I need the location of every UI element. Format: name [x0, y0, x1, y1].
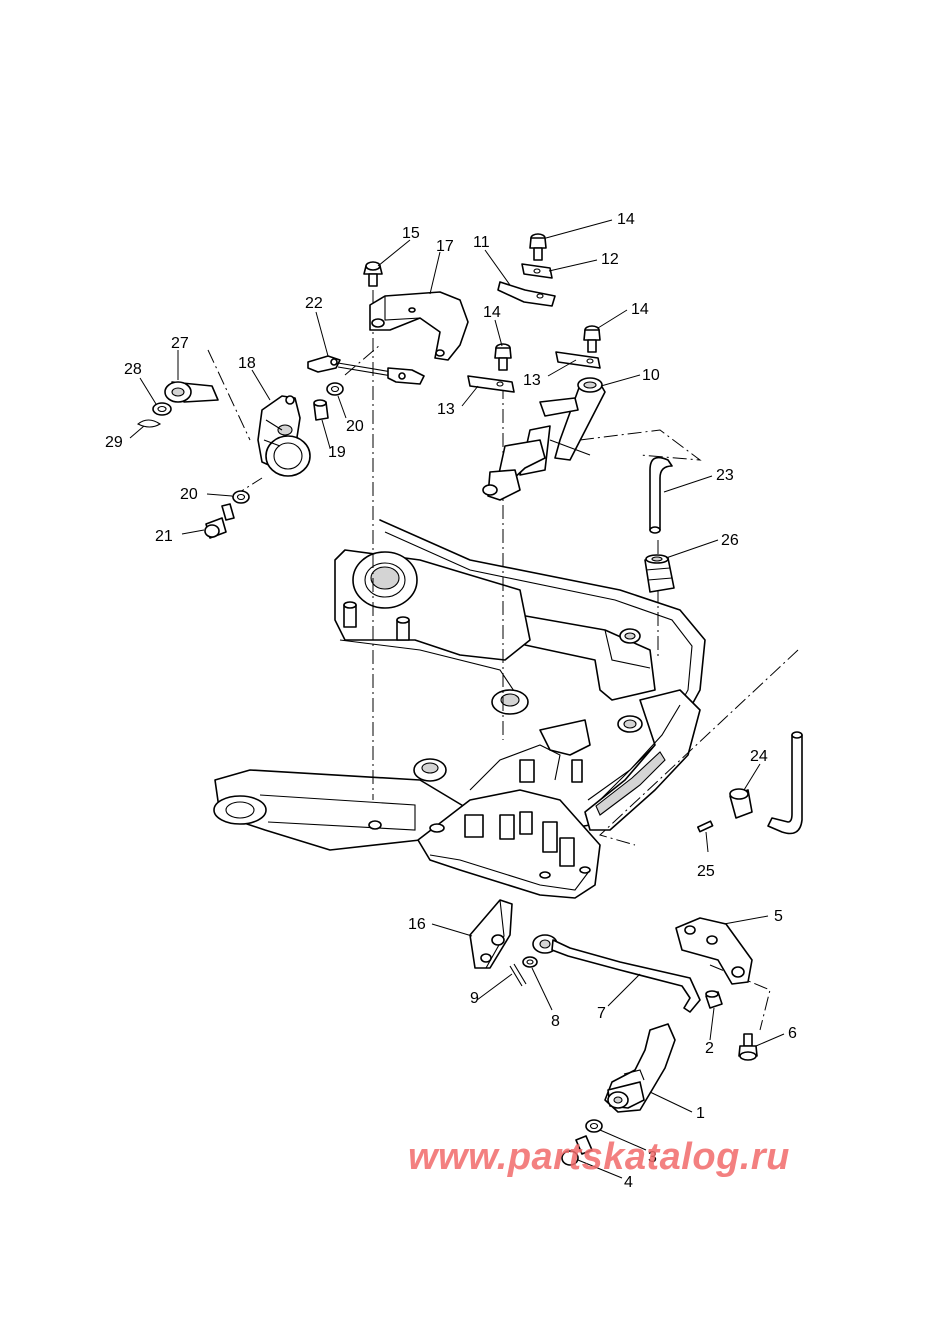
part-3-washer [585, 1119, 603, 1133]
callout-20-b: 20 [180, 486, 198, 503]
part-25-pin [697, 820, 714, 833]
callout-14-b: 14 [483, 304, 501, 321]
part-5-arm [675, 917, 753, 985]
callout-6: 6 [788, 1025, 797, 1042]
callout-25: 25 [697, 863, 715, 880]
part-10-shift-shaft [482, 377, 606, 501]
part-26-grommet [644, 554, 675, 593]
callout-15: 15 [402, 225, 420, 242]
callout-9: 9 [470, 990, 479, 1007]
part-17-bracket [369, 291, 469, 361]
callout-17: 17 [436, 238, 454, 255]
callout-14-a: 14 [617, 211, 635, 228]
callout-22: 22 [305, 295, 323, 312]
callout-29: 29 [105, 434, 123, 451]
part-6-bolt [738, 1033, 758, 1061]
part-28-washer [152, 402, 172, 416]
part-8-washer [522, 956, 538, 968]
part-1-lever [604, 1023, 676, 1113]
callout-20-a: 20 [346, 418, 364, 435]
part-7-rod [532, 934, 701, 1013]
part-19-collar [313, 399, 329, 421]
watermark-text: www.partskatalog.ru [408, 1136, 790, 1178]
callout-16: 16 [408, 916, 426, 933]
callout-7: 7 [597, 1005, 606, 1022]
part-24-hose [767, 731, 803, 835]
callout-8: 8 [551, 1013, 560, 1030]
part-18-lever [257, 395, 311, 477]
part-21-bolt [204, 503, 235, 539]
part-14-bolt-c [583, 325, 601, 353]
part-14-bolt-a [529, 233, 547, 261]
part-4-bolt [561, 1135, 593, 1166]
callout-18: 18 [238, 355, 256, 372]
callout-27: 27 [171, 335, 189, 352]
callout-23: 23 [716, 467, 734, 484]
part-27-link-end [164, 381, 219, 403]
callout-3: 3 [648, 1149, 657, 1166]
part-13-plate-b [555, 351, 601, 369]
part-29-pin [136, 419, 162, 428]
callout-12: 12 [601, 251, 619, 268]
part-9-pin [509, 963, 527, 987]
callout-14-c: 14 [631, 301, 649, 318]
part-14-bolt-b [494, 343, 512, 371]
callout-21: 21 [155, 528, 173, 545]
part-24-cap [729, 788, 753, 819]
callout-1: 1 [696, 1105, 705, 1122]
part-15-bolt [363, 261, 383, 287]
part-12-plate [521, 263, 553, 279]
part-22-rod [307, 355, 425, 385]
part-2-bushing [705, 990, 723, 1009]
callout-2: 2 [705, 1040, 714, 1057]
callout-24: 24 [750, 748, 768, 765]
callout-labels: 15 17 11 14 12 14 14 22 27 28 18 13 10 1… [105, 211, 797, 1191]
callout-4: 4 [624, 1174, 633, 1191]
lower-casing [213, 519, 706, 899]
leader-lines [129, 219, 785, 1179]
part-23-hose [649, 456, 673, 534]
part-13-plate-a [467, 375, 515, 393]
assembly-lines [207, 290, 799, 1031]
part-20-washer-a [326, 382, 344, 396]
part-16-plate [469, 899, 513, 969]
callout-26: 26 [721, 532, 739, 549]
callout-19: 19 [328, 444, 346, 461]
callout-13-b: 13 [437, 401, 455, 418]
callout-13-a: 13 [523, 372, 541, 389]
callout-11: 11 [473, 234, 490, 251]
callout-5: 5 [774, 908, 783, 925]
part-20-washer-b [232, 490, 250, 504]
callout-10: 10 [642, 367, 660, 384]
part-11-clip [497, 281, 556, 307]
callout-28: 28 [124, 361, 142, 378]
